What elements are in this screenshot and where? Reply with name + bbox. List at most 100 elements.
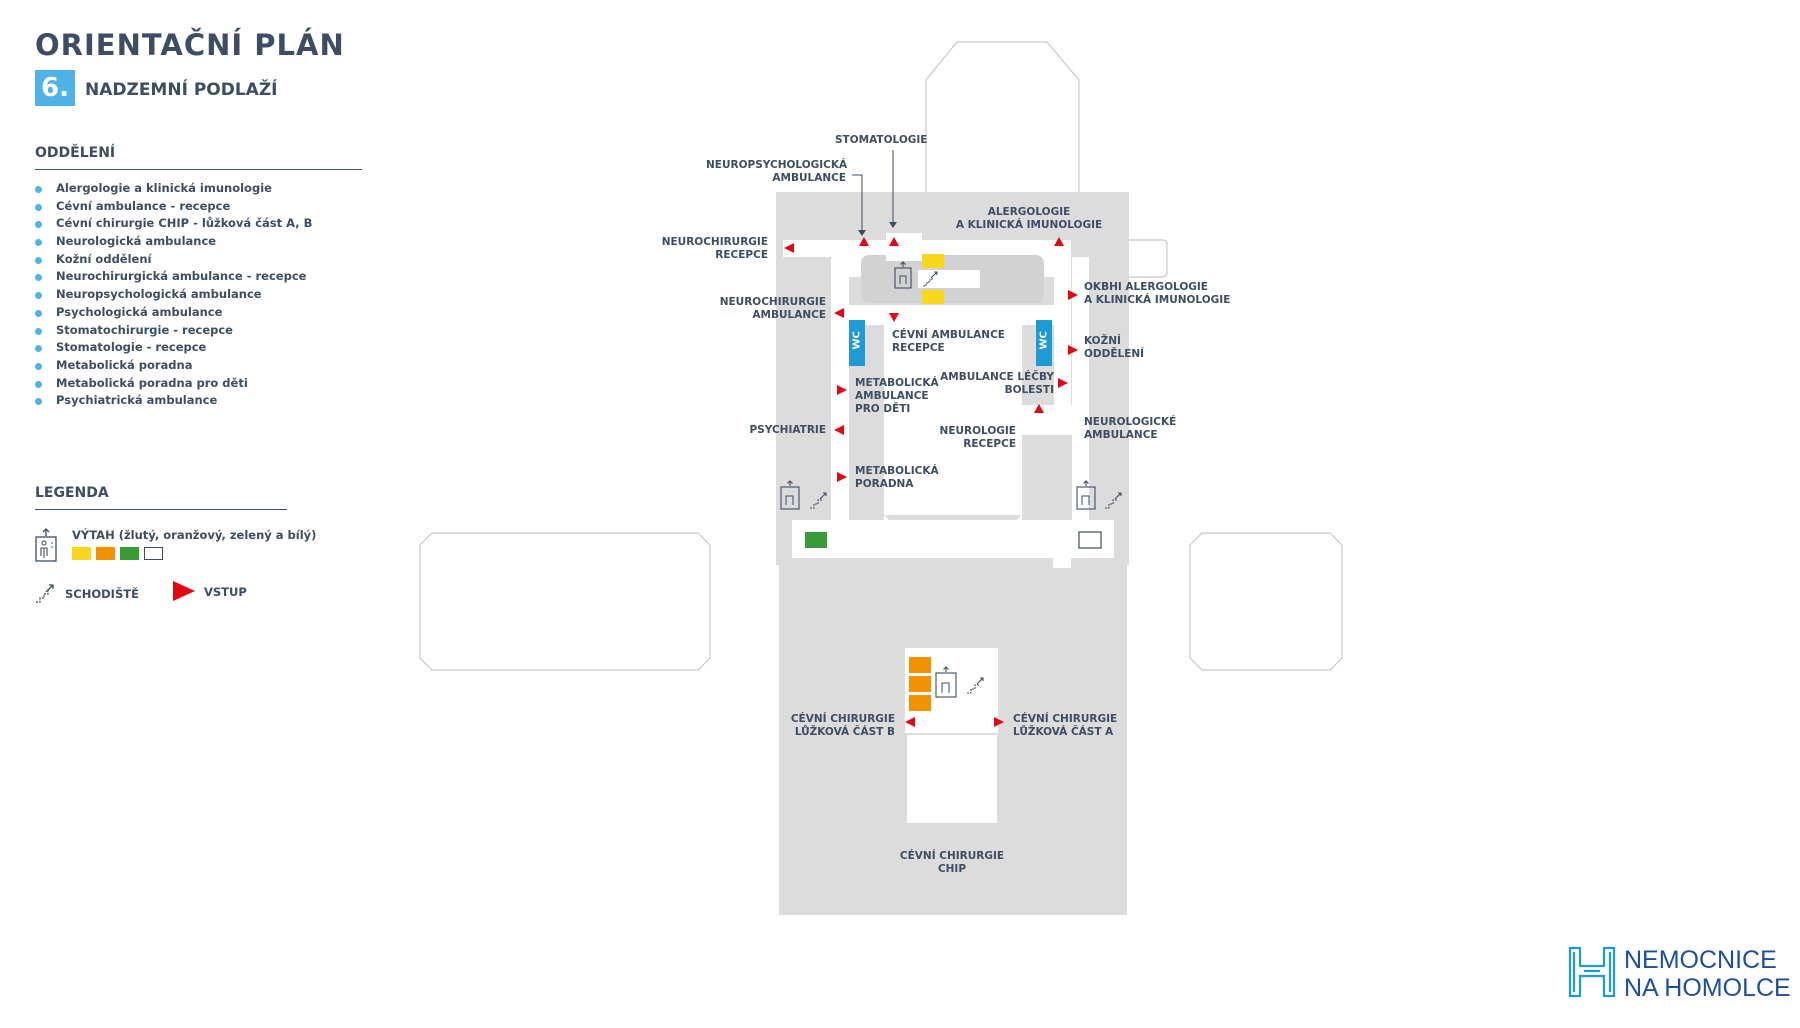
label-chir-a: CÉVNÍ CHIRURGIE LŮŽKOVÁ ČÁST A	[1013, 713, 1118, 738]
stairs-icon	[36, 584, 54, 603]
corridor-east-link	[1054, 405, 1072, 435]
leader-neuropsych	[852, 174, 863, 230]
arrow-psychiatrie	[834, 425, 844, 435]
label-neuro-recepce: NEUROLOGIE RECEPCE	[939, 425, 1016, 450]
corridor-east	[1072, 257, 1089, 527]
label-metab-poradna: METABOLICKÁ PORADNA	[855, 465, 939, 490]
elevator-orange-1	[909, 657, 931, 673]
elevator-icon	[35, 528, 57, 562]
corridor-east-upper	[1054, 240, 1071, 405]
hospital-logo-icon	[1568, 946, 1616, 998]
arrow-metab-deti	[837, 385, 847, 395]
map-stairs-icon-lower	[967, 677, 984, 694]
corridor-central-mid	[849, 305, 1054, 325]
label-okbhi: OKBHI ALERGOLOGIE A KLINICKÁ IMUNOLOGIE	[1084, 281, 1231, 306]
department-item: Cévní ambulance - recepce	[35, 198, 312, 216]
department-item: Neuropsychologická ambulance	[35, 286, 312, 304]
entrance-arrow-icon	[173, 581, 195, 601]
building-outline-west	[419, 532, 711, 671]
core-lobby	[886, 233, 922, 261]
arrow-alergologie	[1054, 237, 1064, 246]
elevator-orange-3	[909, 695, 931, 711]
label-chip: CÉVNÍ CHIRURGIE CHIP	[899, 850, 1005, 875]
legend-stairs-label: SCHODIŠTĚ	[65, 587, 139, 601]
departments-divider	[35, 169, 362, 170]
elevator-swatch-orange	[96, 547, 115, 560]
legend-elevator-label: VÝTAH (žlutý, oranžový, zelený a bílý)	[72, 528, 317, 542]
map-elevator-icon-core	[894, 261, 912, 289]
arrow-stomatologie	[889, 237, 899, 246]
entrance-arrows	[784, 237, 1078, 727]
core-corridor	[918, 270, 980, 288]
arrow-neuropsych	[859, 237, 869, 246]
floor-label: NADZEMNÍ PODLAŽÍ	[85, 80, 278, 100]
lower-ward-room	[907, 735, 997, 823]
room-east-block	[1022, 462, 1054, 517]
departments-heading: ODDĚLENÍ	[35, 145, 116, 161]
label-kozni: KOŽNÍ ODDĚLENÍ	[1084, 335, 1145, 360]
elevator-white	[1078, 531, 1102, 549]
room-east-small	[1022, 440, 1054, 460]
building-outline-north	[925, 41, 1080, 192]
elevator-swatch-yellow	[72, 547, 91, 560]
label-chir-b: CÉVNÍ CHIRURGIE LŮŽKOVÁ ČÁST B	[790, 713, 895, 738]
map-elevator-icon-east	[1076, 480, 1096, 510]
department-item: Neurochirurgická ambulance - recepce	[35, 268, 312, 286]
map-stairs-icon-west	[810, 492, 827, 509]
label-lecba-bolesti: AMBULANCE LÉČBY BOLESTI	[940, 371, 1054, 396]
department-item: Psychologická ambulance	[35, 304, 312, 322]
corridor-north	[783, 240, 1071, 257]
arrow-chir-b	[905, 717, 915, 727]
map-stairs-icon-core	[923, 271, 938, 287]
arrow-neurochir-amb	[834, 308, 844, 318]
label-stomatologie: STOMATOLOGIE	[835, 134, 928, 146]
department-item: Neurologická ambulance	[35, 233, 312, 251]
page-title: ORIENTAČNÍ PLÁN	[35, 28, 345, 62]
wc-west	[849, 320, 865, 366]
department-item: Alergologie a klinická imunologie	[35, 180, 312, 198]
label-neuro-amb: NEUROLOGICKÉ AMBULANCE	[1084, 416, 1177, 441]
legend-entrance-label: VSTUP	[204, 585, 247, 599]
arrow-neurochir-recepce	[784, 243, 794, 253]
arrow-metab-poradna	[837, 472, 847, 482]
building-outline-east	[1189, 532, 1343, 671]
label-neurochir-recepce: NEUROCHIRURGIE RECEPCE	[661, 236, 768, 261]
map-elevator-icon-west	[780, 480, 800, 510]
arrow-lecba-bolesti	[1058, 378, 1068, 388]
arrow-neuro-recepce	[1034, 404, 1044, 413]
arrow-chir-a	[994, 717, 1004, 727]
department-item: Metabolická poradna pro děti	[35, 375, 312, 393]
floor-number-badge: 6.	[35, 70, 75, 106]
elevator-orange-2	[909, 676, 931, 692]
elevator-swatch-white	[144, 547, 163, 560]
label-psychiatrie: PSYCHIATRIE	[749, 424, 826, 436]
hall-central	[884, 325, 1022, 538]
wc-label-west: WC	[851, 331, 863, 350]
map-elevator-icon-lower	[935, 666, 957, 698]
legend-heading: LEGENDA	[35, 485, 109, 501]
leader-stomatologie-tip	[889, 222, 897, 228]
elevator-green	[805, 532, 827, 548]
arrow-okbhi	[1068, 290, 1078, 300]
department-item: Cévní chirurgie CHIP - lůžková část A, B	[35, 215, 312, 233]
department-item: Kožní oddělení	[35, 251, 312, 269]
wc-east	[1036, 320, 1052, 366]
department-item: Stomatochirurgie - recepce	[35, 322, 312, 340]
elevator-swatch-green	[120, 547, 139, 560]
wc-label-east: WC	[1038, 331, 1050, 350]
annex-outline	[1127, 239, 1168, 278]
label-cevni-amb: CÉVNÍ AMBULANCE RECEPCE	[892, 329, 1005, 354]
label-neuropsych: NEUROPSYCHOLOGICKÁ AMBULANCE	[706, 159, 848, 184]
label-metab-deti: METABOLICKÁ AMBULANCE PRO DĚTI	[855, 377, 939, 415]
label-neurochir-amb: NEUROCHIRURGIE AMBULANCE	[719, 296, 826, 321]
corridor-south-stub	[1053, 520, 1071, 568]
department-list: Alergologie a klinická imunologie Cévní …	[35, 180, 312, 410]
arrow-kozni	[1068, 345, 1078, 355]
elevator-yellow-2	[922, 290, 944, 304]
arrow-cevni-amb	[889, 313, 899, 322]
department-item: Stomatologie - recepce	[35, 339, 312, 357]
hospital-logo-text: NEMOCNICE NA HOMOLCE	[1624, 946, 1791, 1002]
department-item: Psychiatrická ambulance	[35, 392, 312, 410]
elevator-yellow-1	[922, 254, 944, 268]
